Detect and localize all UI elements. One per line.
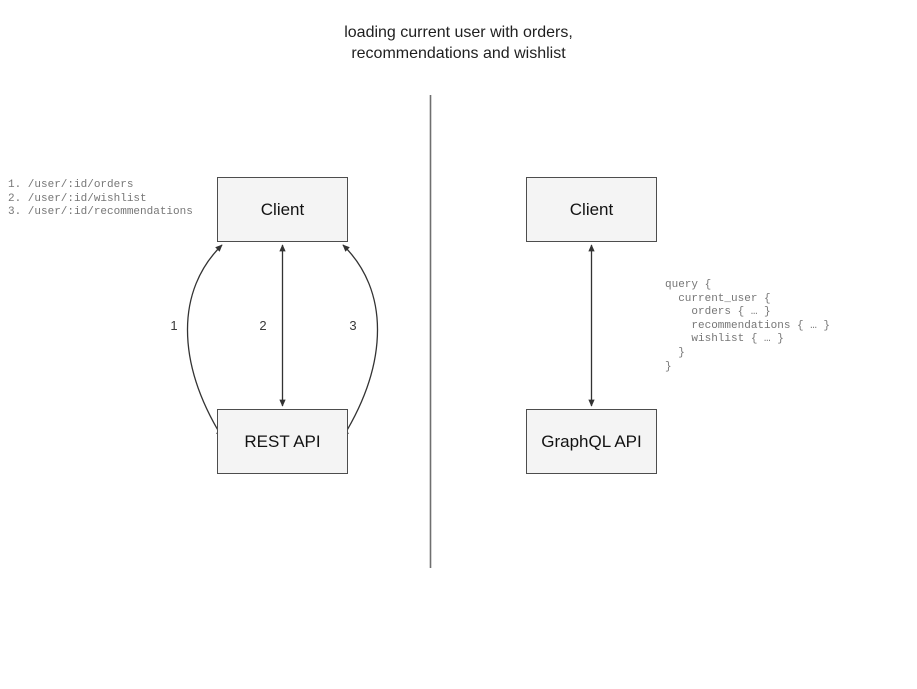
node-client-graphql[interactable]: Client [526,177,657,242]
edge-label-1: 1 [170,318,178,333]
rest-endpoints-list: 1. /user/:id/orders 2. /user/:id/wishlis… [8,179,193,219]
edge-3-curve [342,244,378,438]
node-client-rest[interactable]: Client [217,177,348,242]
edge-1-curve [187,244,223,438]
edge-label-3: 3 [349,318,357,333]
diagram-title: loading current user with orders, recomm… [344,24,573,62]
node-graphql-api[interactable]: GraphQL API [526,409,657,474]
node-rest-api[interactable]: REST API [217,409,348,474]
graphql-query-snippet: query { current_user { orders { … } reco… [665,279,831,373]
edge-label-2: 2 [259,318,267,333]
